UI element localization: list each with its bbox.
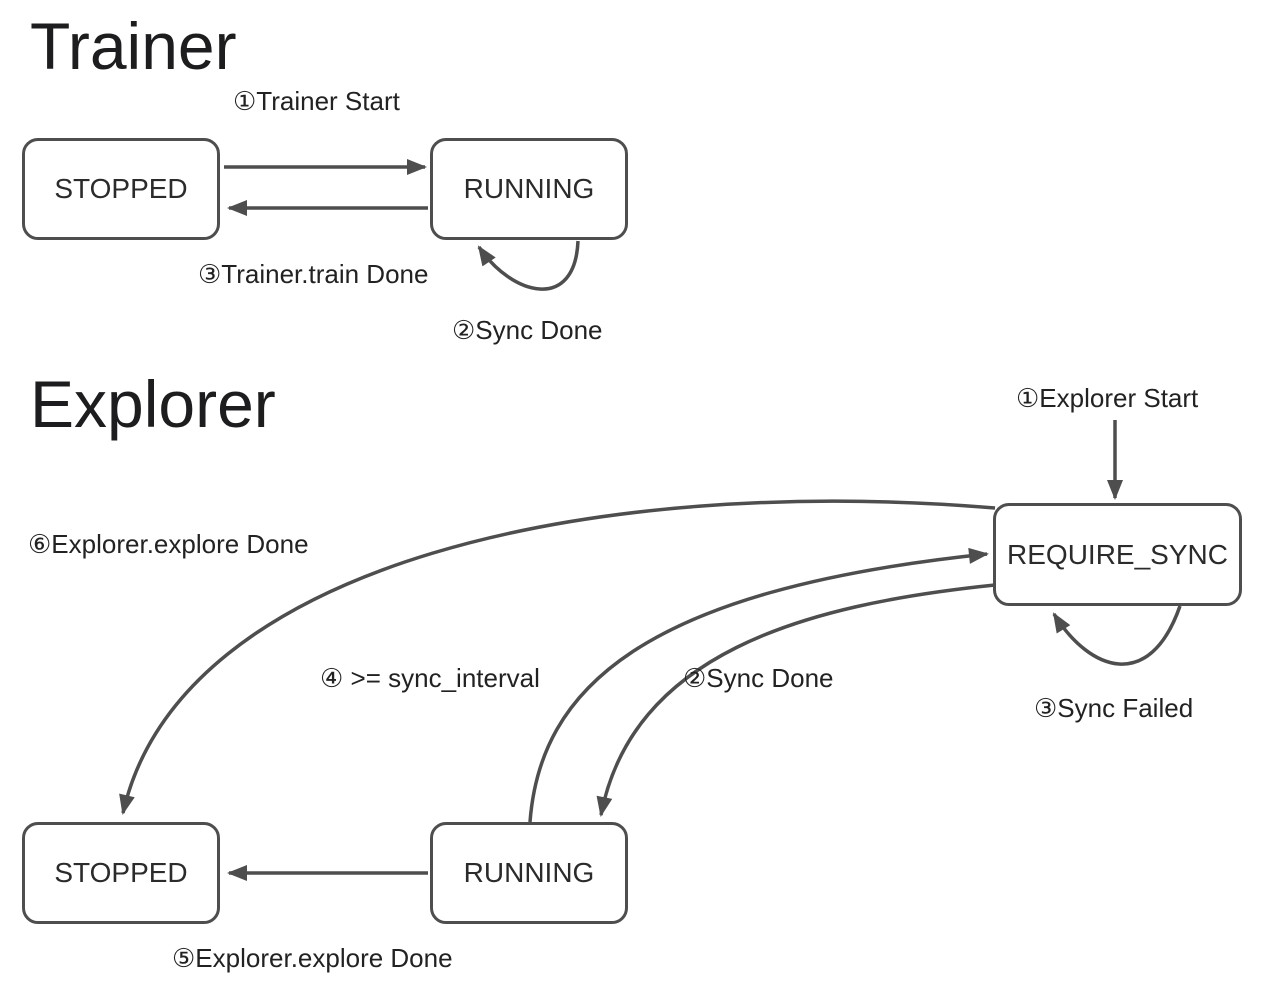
explorer-state-running: RUNNING	[430, 822, 628, 924]
trainer-state-running-label: RUNNING	[463, 173, 595, 204]
edge-explorer-require-self-loop	[1052, 605, 1182, 666]
explorer-edge-label-sync-done: ②Sync Done	[683, 663, 834, 693]
trainer-state-running: RUNNING	[430, 138, 628, 240]
edge-explorer-require-to-running	[596, 583, 996, 817]
explorer-edge-label-explore-done-to-stopped: ⑥Explorer.explore Done	[28, 529, 309, 559]
explorer-state-require-sync: REQUIRE_SYNC	[993, 503, 1242, 606]
explorer-edge-label-start: ①Explorer Start	[1016, 383, 1199, 413]
explorer-edge-label-sync-failed: ③Sync Failed	[1034, 693, 1194, 723]
explorer-state-stopped-label: STOPPED	[54, 857, 188, 888]
edge-explorer-running-to-require	[528, 547, 989, 823]
explorer-state-running-label: RUNNING	[463, 857, 595, 888]
explorer-edge-label-explore-done-from-running: ⑤Explorer.explore Done	[172, 943, 453, 973]
edge-explorer-require-to-stopped	[119, 499, 996, 815]
explorer-state-stopped: STOPPED	[22, 822, 220, 924]
trainer-edge-label-start: ①Trainer Start	[233, 86, 400, 116]
explorer-state-require-sync-label: REQUIRE_SYNC	[1007, 538, 1228, 570]
explorer-edge-label-sync-interval: ④ >= sync_interval	[320, 663, 540, 693]
trainer-state-stopped: STOPPED	[22, 138, 220, 240]
explorer-section-title: Explorer	[30, 367, 276, 441]
trainer-edge-label-train-done: ③Trainer.train Done	[198, 259, 429, 289]
trainer-edge-label-sync-done: ②Sync Done	[452, 315, 603, 345]
edge-trainer-running-self-loop	[477, 240, 580, 291]
trainer-section-title: Trainer	[30, 9, 237, 83]
trainer-state-stopped-label: STOPPED	[54, 173, 188, 204]
